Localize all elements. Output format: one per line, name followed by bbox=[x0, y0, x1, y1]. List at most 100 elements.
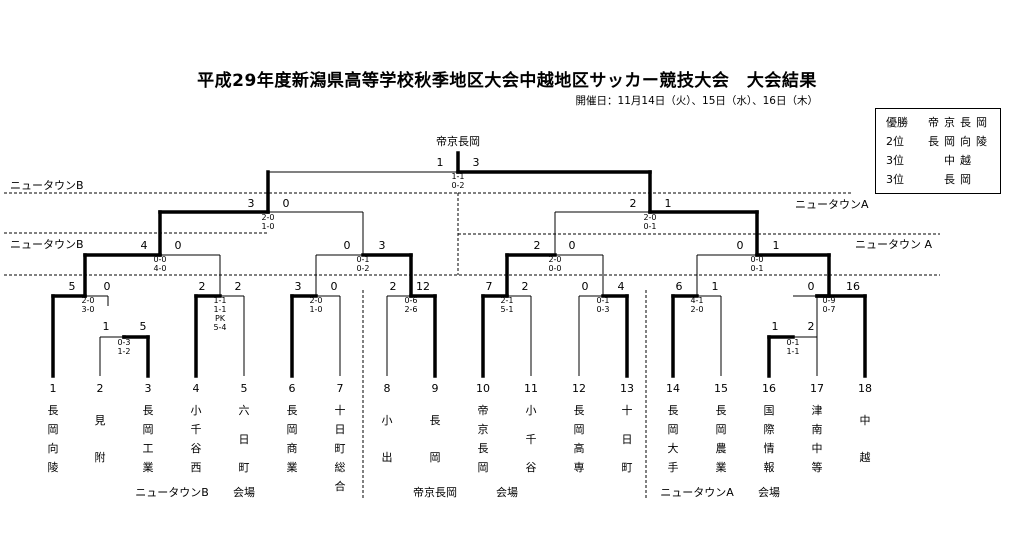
half-score: 2-6 bbox=[404, 305, 417, 314]
half-score: 1-1 bbox=[213, 305, 226, 314]
half-score: 3-0 bbox=[81, 305, 94, 314]
score-left: 1 bbox=[103, 320, 110, 333]
champion-label: 帝京長岡 bbox=[436, 134, 480, 148]
team-name-char: 京 bbox=[478, 422, 489, 436]
team-name-char: 商 bbox=[287, 441, 298, 455]
score-left: 2 bbox=[199, 280, 206, 293]
team-name-char: 総 bbox=[335, 460, 346, 474]
team-name-char: 岡 bbox=[48, 423, 59, 436]
team-name-char: 越 bbox=[860, 450, 871, 464]
team-name-char: 高 bbox=[574, 441, 585, 455]
half-score: 2-0 bbox=[81, 296, 94, 305]
team-name-char: 中 bbox=[812, 442, 823, 455]
team-name-char: 岡 bbox=[668, 423, 679, 436]
team-name-char: 谷 bbox=[191, 442, 202, 455]
team-number: 18 bbox=[858, 382, 872, 395]
score-left: 2 bbox=[534, 239, 541, 252]
team-name-char: 向 bbox=[48, 441, 59, 455]
score-left: 0 bbox=[344, 239, 351, 252]
team-name-char: 町 bbox=[335, 442, 346, 455]
score-left: 0 bbox=[808, 280, 815, 293]
team-name-char: 報 bbox=[764, 461, 775, 474]
team-number: 17 bbox=[810, 382, 824, 395]
venue-separators bbox=[4, 192, 940, 500]
team-name-char: 小 bbox=[191, 404, 202, 417]
venue-suffix: 会場 bbox=[496, 486, 518, 499]
half-score: 2-0 bbox=[690, 305, 703, 314]
team-name-char: 小 bbox=[526, 404, 537, 417]
half-score: 0-0 bbox=[153, 255, 166, 264]
half-score: 0-6 bbox=[404, 296, 417, 305]
half-score: 1-0 bbox=[261, 222, 274, 231]
half-score: 1-1 bbox=[451, 172, 464, 181]
result-row: 3位 中越 bbox=[884, 150, 996, 169]
score-right: 1 bbox=[665, 197, 672, 210]
score-left: 1 bbox=[772, 320, 779, 333]
half-score: 0-1 bbox=[750, 264, 763, 273]
venue-name: 帝京長岡 bbox=[413, 485, 457, 499]
team-name-char: 長 bbox=[143, 404, 154, 417]
half-score: 4-0 bbox=[153, 264, 166, 273]
team-name-char: 岡 bbox=[430, 451, 441, 464]
half-score: 0-3 bbox=[596, 305, 609, 314]
result-row: 優勝 帝京長岡 bbox=[884, 112, 996, 131]
score-right: 1 bbox=[773, 239, 780, 252]
team-number: 8 bbox=[384, 382, 391, 395]
team-name-char: 業 bbox=[716, 461, 727, 474]
team-name-char: 千 bbox=[526, 433, 537, 446]
team-name-char: 千 bbox=[191, 423, 202, 436]
half-score: 0-0 bbox=[548, 264, 561, 273]
result-team: 帝京長岡 bbox=[928, 115, 992, 129]
team-number: 11 bbox=[524, 382, 538, 395]
score-right: 2 bbox=[235, 280, 242, 293]
team-number: 10 bbox=[476, 382, 490, 395]
half-score: 0-1 bbox=[356, 255, 369, 264]
score-left: 3 bbox=[295, 280, 302, 293]
team-name-char: 岡 bbox=[143, 423, 154, 436]
team-number: 3 bbox=[145, 382, 152, 395]
half-score: 0-7 bbox=[822, 305, 835, 314]
half-score: 2-0 bbox=[261, 213, 274, 222]
venue-footer: ニュータウンB 会場 帝京長岡 会場 ニュータウンA 会場 bbox=[135, 485, 780, 499]
team-name-char: 町 bbox=[622, 461, 633, 474]
team-name-char: 際 bbox=[764, 423, 775, 436]
team-name-char: 岡 bbox=[716, 423, 727, 436]
half-score: 0-3 bbox=[117, 338, 130, 347]
score-left: 7 bbox=[486, 280, 493, 293]
team-name-char: 専 bbox=[574, 461, 585, 474]
result-team: 中越 bbox=[944, 153, 976, 167]
venue-label-right1: ニュータウンA bbox=[795, 198, 869, 211]
results-table: 優勝 帝京長岡 2位 長岡向陵 3位 中越 3位 長岡 bbox=[884, 112, 996, 188]
team-name-char: 十 bbox=[335, 403, 346, 417]
results-box: 優勝 帝京長岡 2位 長岡向陵 3位 中越 3位 長岡 bbox=[875, 108, 1001, 194]
team-number: 7 bbox=[337, 382, 344, 395]
team-list: 1長岡向陵2見附3長岡工業4小千谷西5六日町6長岡商業7十日町総合8小出9長岡1… bbox=[48, 382, 873, 493]
team-number: 1 bbox=[50, 382, 57, 395]
team-name-char: 小 bbox=[382, 414, 393, 427]
bracket-lines bbox=[85, 171, 818, 376]
team-name-char: 長 bbox=[668, 404, 679, 417]
team-name-char: 谷 bbox=[526, 461, 537, 474]
team-name-char: 長 bbox=[287, 404, 298, 417]
result-place: 3位 bbox=[886, 172, 904, 186]
score-right: 0 bbox=[569, 239, 576, 252]
result-place: 2位 bbox=[886, 134, 904, 148]
score-right: 3 bbox=[473, 156, 480, 169]
result-row: 3位 長岡 bbox=[884, 169, 996, 188]
score-left: 5 bbox=[69, 280, 76, 293]
winner-lines bbox=[51, 151, 867, 378]
score-left: 1 bbox=[437, 156, 444, 169]
team-name-char: 等 bbox=[812, 460, 823, 474]
venue-name: ニュータウンA bbox=[660, 486, 734, 499]
team-name-char: 岡 bbox=[287, 423, 298, 436]
team-number: 16 bbox=[762, 382, 776, 395]
team-number: 4 bbox=[193, 382, 200, 395]
team-name-char: 日 bbox=[239, 433, 250, 446]
team-name-char: 長 bbox=[48, 404, 59, 417]
team-name-char: 長 bbox=[574, 404, 585, 417]
team-number: 13 bbox=[620, 382, 634, 395]
team-name-char: 情 bbox=[764, 442, 775, 455]
half-score: 1-1 bbox=[786, 347, 799, 356]
half-score: 1-0 bbox=[309, 305, 322, 314]
